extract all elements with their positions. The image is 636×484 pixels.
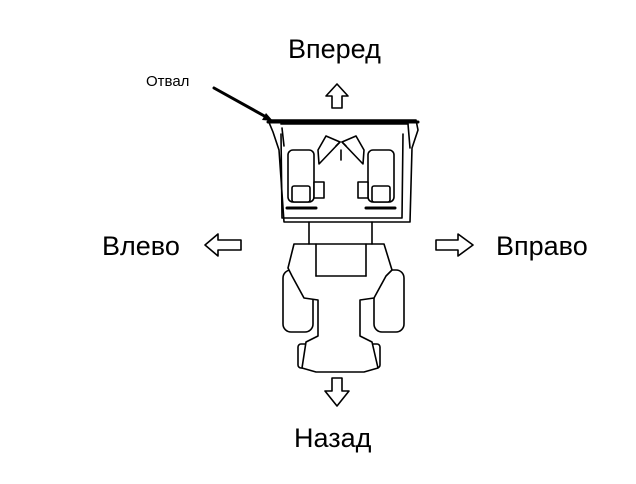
arrow-left-icon bbox=[204, 233, 242, 257]
arrow-down-icon bbox=[324, 377, 350, 407]
label-blade: Отвал bbox=[146, 73, 190, 90]
arrow-right-icon bbox=[435, 233, 474, 257]
label-right: Вправо bbox=[496, 231, 588, 261]
label-forward: Вперед bbox=[288, 34, 381, 64]
label-back: Назад bbox=[294, 423, 372, 453]
label-left: Влево bbox=[102, 231, 180, 261]
arrow-up-icon bbox=[325, 83, 349, 109]
tractor-chassis bbox=[282, 243, 405, 373]
tractor-cab bbox=[266, 119, 420, 245]
blade-pointer bbox=[212, 86, 273, 121]
